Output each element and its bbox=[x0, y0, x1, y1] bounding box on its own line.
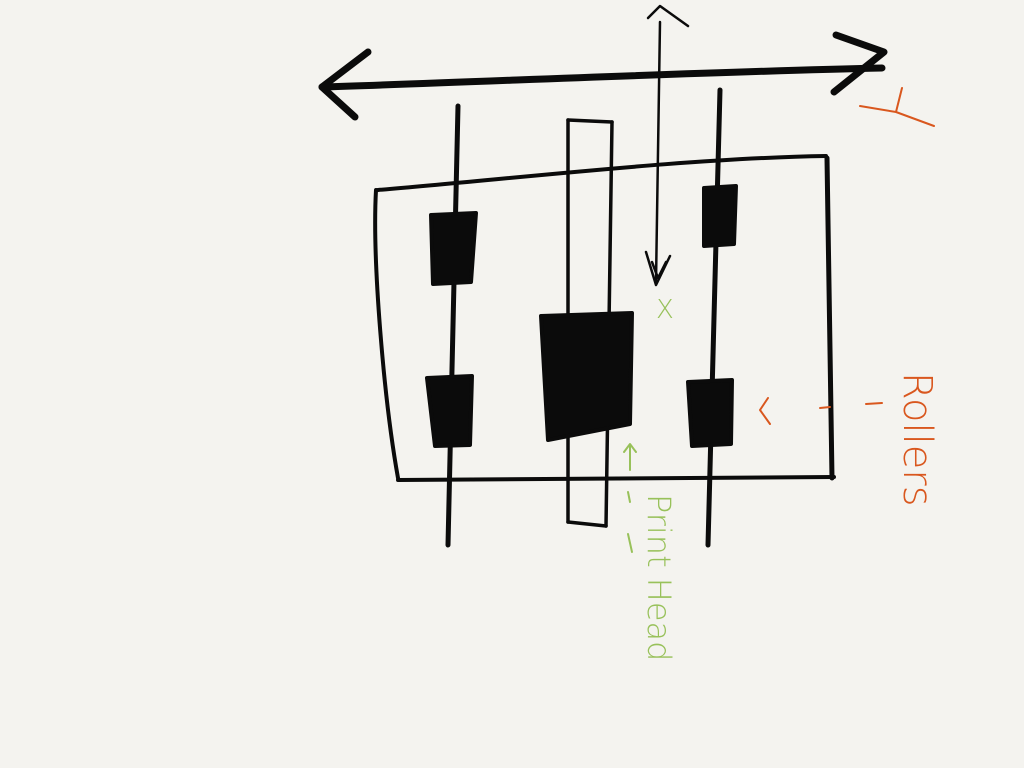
rollers-pointer bbox=[759, 397, 883, 425]
print-head-label: Print Head bbox=[640, 494, 678, 661]
roller-bottom-left bbox=[425, 374, 474, 448]
print-head-pointer bbox=[623, 443, 637, 553]
left-roller-rod bbox=[445, 103, 461, 548]
roller-top-left bbox=[429, 211, 478, 286]
rollers-label: Rollers bbox=[894, 372, 940, 507]
y-axis-arrow bbox=[318, 31, 888, 121]
right-roller-rod bbox=[705, 87, 723, 548]
y-axis-label: Y bbox=[859, 87, 935, 127]
svg-text:Y: Y bbox=[900, 103, 901, 105]
x-axis-label: X bbox=[656, 295, 674, 325]
roller-bottom-right bbox=[686, 378, 734, 448]
x-axis-arrow bbox=[644, 4, 690, 287]
print-head-block bbox=[539, 311, 634, 442]
printer-frame bbox=[373, 154, 836, 482]
roller-top-right bbox=[702, 184, 738, 248]
